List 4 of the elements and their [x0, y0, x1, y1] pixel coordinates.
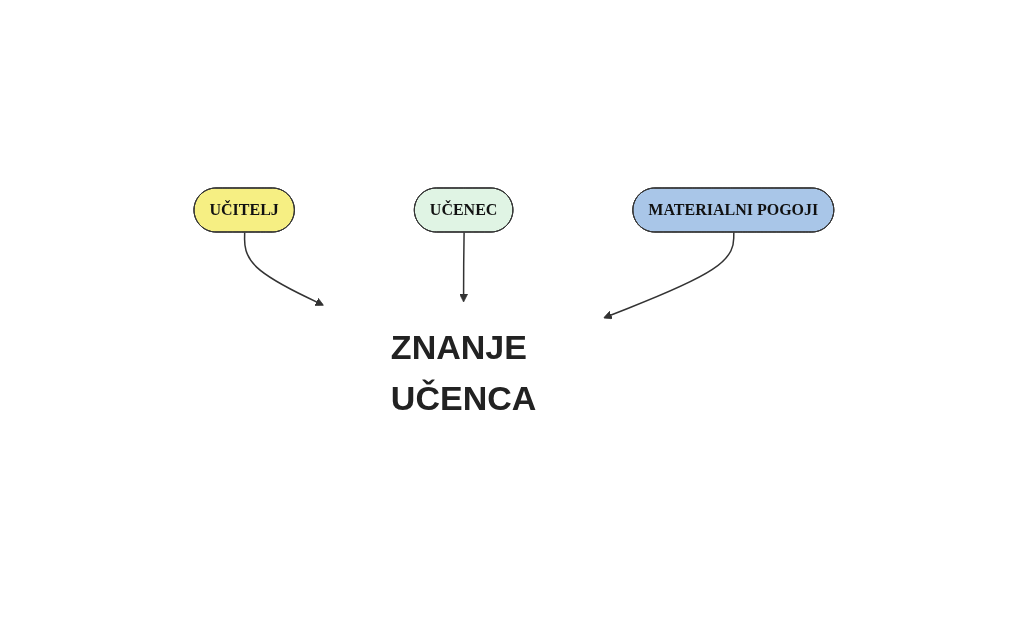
arrow — [602, 231, 735, 319]
node-text: ZNANJE UČENCA — [390, 327, 536, 417]
arrow — [458, 231, 468, 302]
arrow — [243, 231, 324, 306]
